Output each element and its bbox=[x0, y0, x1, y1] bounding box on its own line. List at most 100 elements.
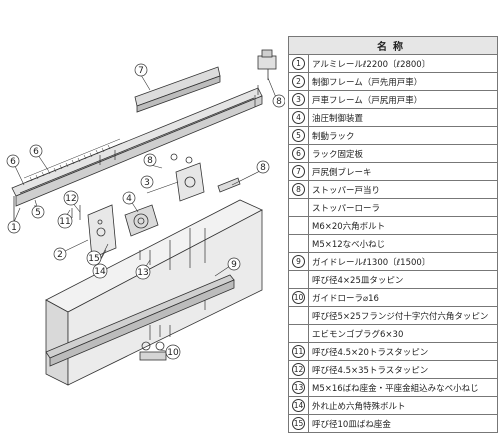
part-number-cell: 12 bbox=[288, 360, 309, 379]
svg-text:6: 6 bbox=[33, 147, 39, 157]
callout-labels: 1 2 3 4 5 6 6 7 8 8 8 9 10 11 12 13 14 1… bbox=[6, 63, 285, 360]
callout-8a: 8 bbox=[272, 94, 285, 108]
part-name: ストッパーローラ bbox=[308, 198, 498, 217]
part-number: 8 bbox=[292, 183, 305, 196]
callout-14: 14 bbox=[92, 263, 108, 279]
svg-text:11: 11 bbox=[59, 217, 70, 227]
stopper-right bbox=[217, 177, 241, 193]
callout-10: 10 bbox=[165, 344, 181, 360]
part-name: 呼び径4.5×35トラスタッピン bbox=[308, 360, 498, 379]
svg-text:4: 4 bbox=[126, 194, 132, 204]
part-name: 制御フレーム（戸先用戸車） bbox=[308, 72, 498, 91]
svg-text:2: 2 bbox=[57, 250, 63, 260]
aluminium-rail bbox=[11, 87, 263, 227]
part-number: 4 bbox=[292, 111, 305, 124]
part-name: ラック固定板 bbox=[308, 144, 498, 163]
part-number-cell bbox=[288, 234, 309, 253]
part-number: 13 bbox=[292, 381, 305, 394]
fasteners bbox=[34, 85, 259, 340]
part-number: 1 bbox=[292, 57, 305, 70]
svg-text:9: 9 bbox=[231, 260, 237, 270]
callout-9: 9 bbox=[227, 257, 241, 271]
part-name: 油圧制御装置 bbox=[308, 108, 498, 127]
part-name: M5×16ばね座金・平座金組込みなべ小ねじ bbox=[308, 378, 498, 397]
part-number: 7 bbox=[292, 165, 305, 178]
part-name: ガイドローラ⌀16 bbox=[308, 288, 498, 307]
table-row: M5×12なべ小ねじ bbox=[288, 234, 498, 253]
part-number-cell: 14 bbox=[288, 396, 309, 415]
table-row: ストッパーローラ bbox=[288, 198, 498, 217]
part-number-cell: 4 bbox=[288, 108, 309, 127]
part-number-cell: 10 bbox=[288, 288, 309, 307]
svg-text:8: 8 bbox=[260, 163, 266, 173]
part-number: 9 bbox=[292, 255, 305, 268]
callout-3: 3 bbox=[140, 175, 154, 189]
callout-12: 12 bbox=[63, 190, 79, 206]
table-row: M6×20六角ボルト bbox=[288, 216, 498, 235]
callout-6a: 6 bbox=[6, 154, 20, 168]
callout-13: 13 bbox=[135, 264, 151, 280]
svg-text:3: 3 bbox=[144, 178, 150, 188]
part-name: 呼び径5×25フランジ付十字穴付六角タッピン bbox=[308, 306, 498, 325]
part-number: 3 bbox=[292, 93, 305, 106]
guide-rollers bbox=[139, 341, 167, 361]
callout-8c: 8 bbox=[256, 160, 270, 174]
part-name: 戸尻側ブレーキ bbox=[308, 162, 498, 181]
part-number-cell: 3 bbox=[288, 90, 309, 109]
part-number-cell: 15 bbox=[288, 414, 309, 433]
callout-8b: 8 bbox=[143, 153, 157, 167]
roller-frame bbox=[170, 153, 205, 202]
part-number-cell: 8 bbox=[288, 180, 309, 199]
callout-1: 1 bbox=[7, 220, 21, 234]
part-number-cell bbox=[288, 270, 309, 289]
part-name: アルミレールℓ2200〔ℓ2800〕 bbox=[308, 54, 498, 73]
table-row: エビモンゴプラグ6×30 bbox=[288, 324, 498, 343]
table-row: 呼び径5×25フランジ付十字穴付六角タッピン bbox=[288, 306, 498, 325]
svg-text:8: 8 bbox=[276, 97, 282, 107]
callout-4: 4 bbox=[122, 191, 136, 205]
callout-15: 15 bbox=[86, 250, 102, 266]
callout-11: 11 bbox=[57, 213, 73, 229]
svg-text:5: 5 bbox=[35, 208, 41, 218]
callout-5: 5 bbox=[31, 205, 45, 219]
svg-text:7: 7 bbox=[138, 66, 144, 76]
door-tail-brake bbox=[134, 66, 221, 113]
control-frame bbox=[87, 204, 117, 259]
part-name: 呼び径4.5×20トラスタッピン bbox=[308, 342, 498, 361]
hydraulic-control-device bbox=[124, 204, 159, 237]
part-number-cell: 1 bbox=[288, 54, 309, 73]
part-name: 戸車フレーム（戸尻用戸車） bbox=[308, 90, 498, 109]
part-name: M6×20六角ボルト bbox=[308, 216, 498, 235]
part-name: M5×12なべ小ねじ bbox=[308, 234, 498, 253]
part-name: 制動ラック bbox=[308, 126, 498, 145]
part-number-cell: 13 bbox=[288, 378, 309, 397]
svg-text:8: 8 bbox=[147, 156, 153, 166]
part-number-cell bbox=[288, 198, 309, 217]
part-number-cell bbox=[288, 324, 309, 343]
part-number-cell: 5 bbox=[288, 126, 309, 145]
table-row: 呼び径4×25皿タッピン bbox=[288, 270, 498, 289]
svg-text:15: 15 bbox=[88, 254, 99, 264]
part-name: 呼び径10皿ばね座金 bbox=[308, 414, 498, 433]
svg-text:6: 6 bbox=[10, 157, 16, 167]
part-number: 2 bbox=[292, 75, 305, 88]
part-number: 11 bbox=[292, 345, 305, 358]
part-name: 呼び径4×25皿タッピン bbox=[308, 270, 498, 289]
table-header: 名称 bbox=[288, 36, 498, 55]
part-name: ガイドレールℓ1300〔ℓ1500〕 bbox=[308, 252, 498, 271]
svg-text:13: 13 bbox=[137, 268, 148, 278]
callout-2: 2 bbox=[53, 247, 67, 261]
